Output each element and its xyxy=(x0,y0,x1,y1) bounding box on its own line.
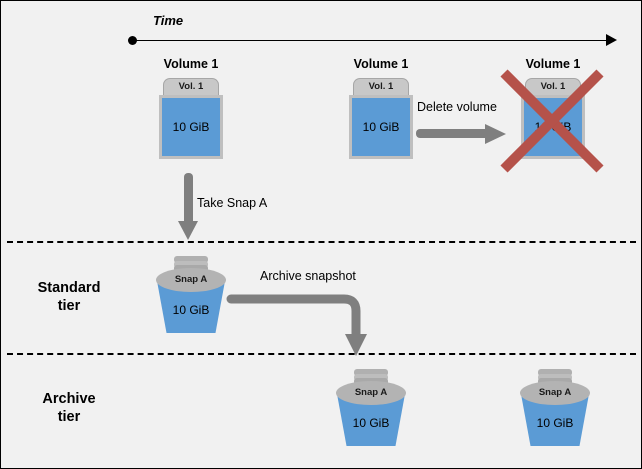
divider-standard-tier xyxy=(7,241,636,243)
take-snapshot-label: Take Snap A xyxy=(197,196,268,210)
volume-1-title: Volume 1 xyxy=(163,57,219,71)
volume-3-title: Volume 1 xyxy=(525,57,581,71)
delete-volume-label: Delete volume xyxy=(417,100,497,114)
timeline-line xyxy=(132,40,614,41)
divider-archive-tier xyxy=(7,353,636,355)
volume-2-body: 10 GiB xyxy=(349,95,413,159)
tier-label-standard-line1: Standard xyxy=(37,280,101,296)
snapshot-standard-cap-label: Snap A xyxy=(156,268,226,292)
volume-2-tab-label: Vol. 1 xyxy=(353,78,409,95)
tier-label-archive: Archive tier xyxy=(9,390,129,426)
take-snapshot-arrow-head-icon xyxy=(178,221,198,240)
volume-1-body: 10 GiB xyxy=(159,95,223,159)
timeline-label: Time xyxy=(153,13,184,28)
tier-label-standard: Standard tier xyxy=(9,279,129,315)
tier-label-archive-line2: tier xyxy=(57,409,81,426)
delete-volume-arrow-head-icon xyxy=(485,124,506,144)
volume-2[interactable]: Volume 1 Vol. 1 10 GiB xyxy=(342,57,420,159)
archive-snapshot-arrow xyxy=(226,294,367,356)
snapshot-standard-size: 10 GiB xyxy=(172,303,210,317)
snapshot-standard[interactable]: Snap A 10 GiB xyxy=(145,256,237,333)
take-snapshot-arrow-shaft xyxy=(184,173,193,223)
snapshot-archive-2-size: 10 GiB xyxy=(536,416,574,430)
timeline-arrowhead-icon xyxy=(606,34,617,46)
tier-label-archive-line1: Archive xyxy=(42,391,96,407)
snapshot-archive-1-cap-label: Snap A xyxy=(336,381,406,405)
snapshot-archive-1[interactable]: Snap A 10 GiB xyxy=(325,369,417,446)
volume-1-tab-label: Vol. 1 xyxy=(163,78,219,95)
volume-1[interactable]: Volume 1 Vol. 1 10 GiB xyxy=(152,57,230,159)
volume-2-title: Volume 1 xyxy=(353,57,409,71)
volume-1-size: 10 GiB xyxy=(172,120,210,134)
snapshot-archive-2[interactable]: Snap A 10 GiB xyxy=(509,369,601,446)
volume-2-size: 10 GiB xyxy=(362,120,400,134)
red-x-icon xyxy=(500,69,604,173)
archive-snapshot-label: Archive snapshot xyxy=(260,269,356,283)
delete-volume-arrow-shaft xyxy=(416,129,488,138)
snapshot-archive-2-cap-label: Snap A xyxy=(520,381,590,405)
snapshot-archive-1-size: 10 GiB xyxy=(352,416,390,430)
tier-label-standard-line2: tier xyxy=(57,298,81,315)
